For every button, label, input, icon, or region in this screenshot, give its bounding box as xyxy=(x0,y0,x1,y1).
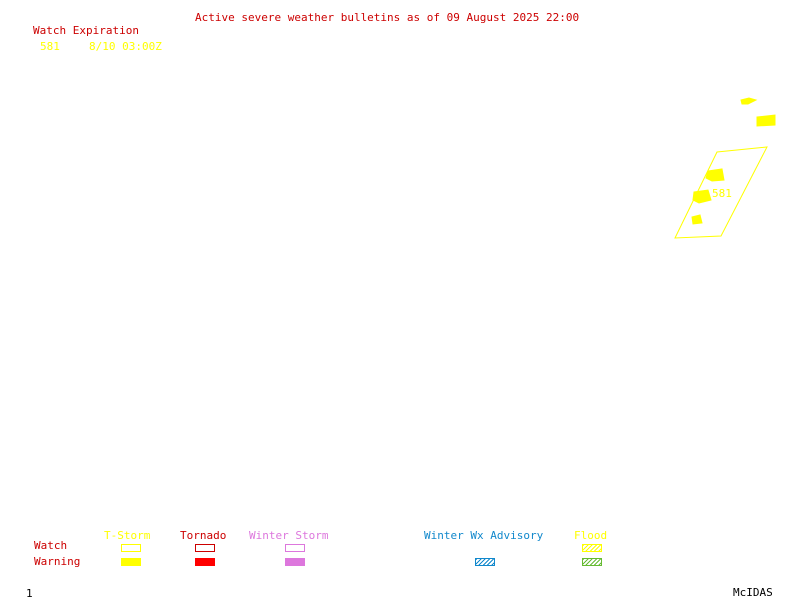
legend-warning-label: Warning xyxy=(34,555,81,568)
legend-flood-warning-swatch xyxy=(582,558,602,566)
tstorm-warning-polygon xyxy=(740,97,758,105)
tstorm-warning-polygon xyxy=(691,214,703,225)
legend-winter-storm-warning-swatch xyxy=(285,558,305,566)
legend-tornado-watch-swatch xyxy=(195,544,215,552)
tstorm-watch-box xyxy=(674,146,768,239)
legend-winter-wx-advisory-swatch xyxy=(475,558,495,566)
legend-tstorm-label: T-Storm xyxy=(104,529,151,542)
legend-winter-storm-watch-swatch xyxy=(285,544,305,552)
legend-flood-label: Flood xyxy=(574,529,608,542)
tstorm-warning-polygon xyxy=(705,168,725,182)
legend-tstorm-watch-swatch xyxy=(121,544,141,552)
watch-id: 581 xyxy=(40,40,60,53)
legend-tornado-warning-swatch xyxy=(195,558,215,566)
watch-box-label: 581 xyxy=(712,187,732,200)
legend-winter-wx-advisory-label: Winter Wx Advisory xyxy=(424,529,544,542)
tstorm-warning-polygon xyxy=(692,189,712,204)
bulletin-title: Active severe weather bulletins as of 09… xyxy=(195,11,580,24)
frame-number: 1 xyxy=(26,587,33,600)
legend-winter-storm-label: Winter Storm xyxy=(249,529,329,542)
legend-tstorm-warning-swatch xyxy=(121,558,141,566)
legend-flood-watch-swatch xyxy=(582,544,602,552)
tstorm-warning-polygon xyxy=(756,114,776,127)
legend-watch-label: Watch xyxy=(34,539,68,552)
warning-polygons xyxy=(691,97,776,225)
watch-expiration-time: 8/10 03:00Z xyxy=(89,40,162,53)
software-label: McIDAS xyxy=(733,586,773,599)
watch-expiration-heading: Watch Expiration xyxy=(33,24,139,37)
legend-tornado-label: Tornado xyxy=(180,529,227,542)
